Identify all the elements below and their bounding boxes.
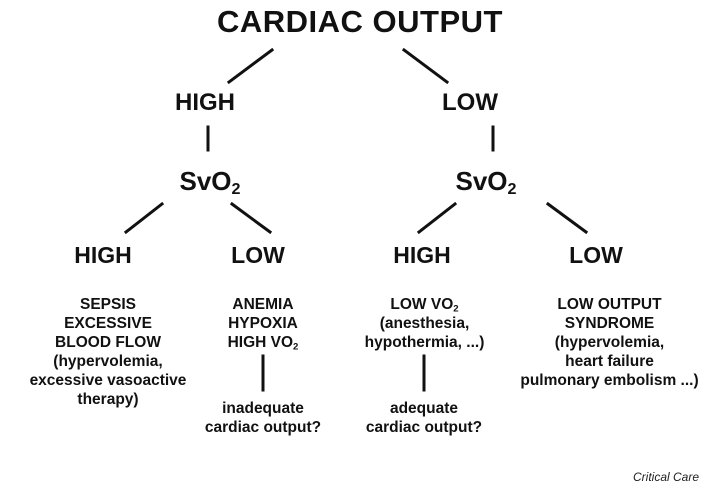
description-line: therapy) [77,391,139,408]
conclusion-line: adequate [389,400,459,417]
description-vo2-line: LOW VO2 [342,295,507,314]
description-vo2-line: HIGH VO2 [188,333,338,352]
vo2-subscript: 2 [453,303,459,315]
low-svo2-label: SvO2 [416,166,556,197]
svo2-subscript: 2 [231,180,241,199]
description-line: EXCESSIVE [64,315,152,332]
outcome-high-low-description: ANEMIA HYPOXIA HIGH VO2 [188,295,338,352]
outcome-high-high-description: SEPSIS EXCESSIVE BLOOD FLOW (hypervolemi… [8,295,208,409]
source-credit: Critical Care [633,470,700,484]
root-title: CARDIAC OUTPUT [217,4,503,39]
high-svo2-label: SvO2 [140,166,280,197]
vo2-subscript: 2 [293,341,299,353]
description-line: (hypervolemia, [53,353,163,370]
vo2-base: HIGH VO [227,334,294,351]
branch-high-label: HIGH [175,89,235,116]
svo2-base: SvO [179,166,232,196]
conclusion-line: cardiac output? [365,419,483,436]
outcome-low-high-description: LOW VO2 (anesthesia, hypothermia, ...) [342,295,507,352]
description-line: excessive vasoactive [29,372,187,389]
description-line: pulmonary embolism ...) [520,372,699,389]
description-line: (hypervolemia, [554,334,665,351]
outcome-low-high-label: HIGH [393,242,451,268]
description-line: SYNDROME [564,315,655,332]
connector-left-svo2-to-low [229,201,273,235]
description-line: heart failure [565,353,654,370]
svo2-base: SvO [455,166,508,196]
svo2-subscript: 2 [507,180,517,199]
connector-left-svo2-to-high [123,201,165,235]
conclusion-line: inadequate [222,400,304,417]
description-line: SEPSIS [80,296,136,313]
description-line: BLOOD FLOW [55,334,161,351]
description-line: hypothermia, ...) [364,334,485,351]
outcome-low-low-description: LOW OUTPUT SYNDROME (hypervolemia, heart… [507,295,712,390]
outcome-high-high-label: HIGH [74,242,132,268]
branch-low-label: LOW [442,89,498,116]
description-line: LOW OUTPUT [557,296,662,313]
description-line: ANEMIA [232,296,294,313]
conclusion-line: cardiac output? [204,419,322,436]
description-line: HYPOXIA [228,315,298,332]
outcome-high-low-label: LOW [231,242,285,268]
vo2-base: LOW VO [390,296,454,313]
connector-root-to-low [401,47,450,85]
connector-right-svo2-to-high [416,201,458,235]
outcome-low-high-conclusion: adequate cardiac output? [339,399,509,437]
connector-root-to-high [226,47,275,85]
outcome-high-low-conclusion: inadequate cardiac output? [178,399,348,437]
description-line: (anesthesia, [379,315,470,332]
connector-right-svo2-to-low [545,201,589,235]
outcome-low-low-label: LOW [569,242,623,268]
